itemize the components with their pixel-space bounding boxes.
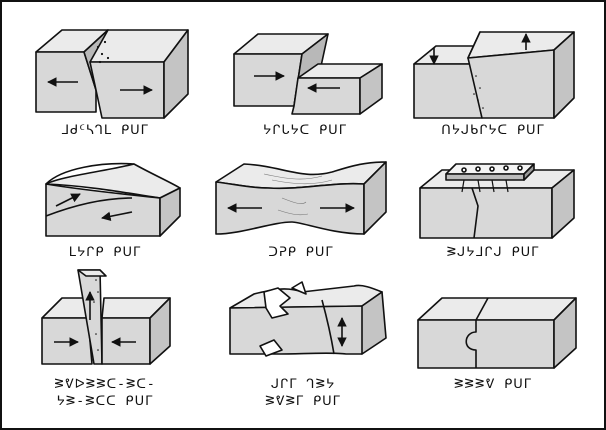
thrust-fault-block [45,162,181,237]
label-thrust: ᒪᔭᒋᑭ ᑭᑌᒥ [68,245,142,260]
riveted-fault-block [419,163,575,239]
strike-slip-block [35,29,189,119]
normal-fault-block [233,33,383,115]
label-torn: ᒍᒋᒥ ᒉᕒᔭ ᕒᕓᕒᒥ ᑭᑌᒥ [265,377,341,409]
label-reverse: ᑎᔭᒍᑲᒋᔭᑕ ᑭᑌᒥ [441,123,545,138]
label-strike-slip: ᒧᑯᑦᓴᒉᒪ ᑭᑌᒥ [61,123,149,138]
reverse-fault-block [413,31,575,119]
torn-fault-block [229,281,387,357]
label-sag: ᑐᕈᑭ ᑭᑌᒥ [268,245,334,260]
wedge-fault-block [41,269,171,365]
label-normal: ᔭᒋᒐᔭᑕ ᑭᑌᒥ [263,123,347,138]
sag-fault-block [215,161,387,235]
puzzle-fault-block [417,297,577,369]
label-riveted: ᕒᒍᔭᒧᒋᒍ ᑭᑌᒥ [446,245,540,260]
label-puzzle: ᕒᕒᕒᕓ ᑭᑌᒥ [453,377,533,392]
label-wedge: ᕒᕓᐅᕒᕒᑕ-ᕒᑕ- ᔭᕒ-ᕒᑕᑕ ᑭᑌᒥ [54,377,156,409]
